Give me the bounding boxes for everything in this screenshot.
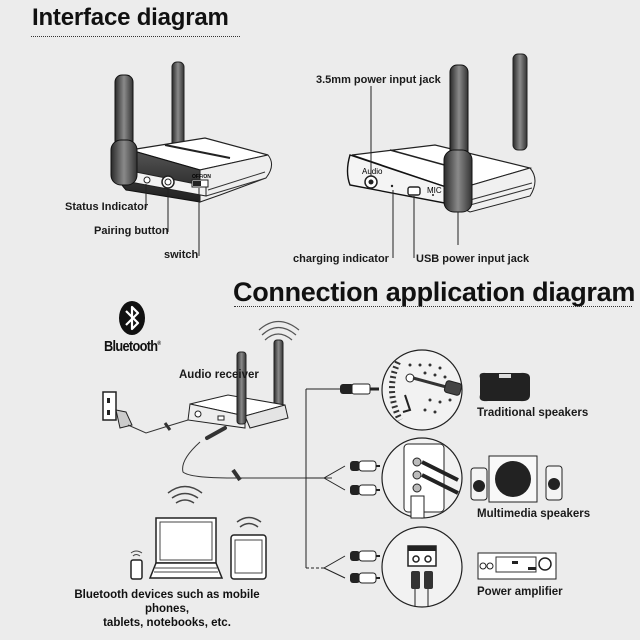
audio-receiver-graphic (187, 320, 300, 429)
switch-marking: OFF/ON (192, 174, 211, 180)
title-underline (31, 36, 240, 37)
source-devices-caption: Bluetooth devices such as mobile phones,… (74, 589, 260, 629)
charging-indicator-label: charging indicator (293, 253, 389, 265)
usb-jack-label: USB power input jack (416, 253, 530, 265)
bluetooth-icon (119, 301, 145, 335)
amplifier-port-detail (381, 526, 463, 608)
speaker-icon (479, 372, 530, 402)
speaker-port-detail (381, 349, 463, 431)
power-amplifier-label: Power amplifier (477, 586, 563, 598)
switch-label: switch (164, 249, 199, 261)
bluetooth-wordmark: Bluetooth® (104, 338, 161, 355)
rca-plug-icon (350, 460, 380, 584)
pairing-button-graphic (161, 175, 175, 189)
tablet-icon (230, 516, 267, 580)
audio-jack-label: 3.5mm power input jack (316, 74, 441, 86)
multimedia-speakers-icon (470, 455, 563, 503)
antenna (171, 61, 185, 149)
title-underline (234, 306, 632, 307)
rca-port-detail (381, 437, 463, 519)
connection-diagram-title: Connection application diagram (233, 277, 636, 307)
amplifier-icon (477, 552, 557, 580)
audio-receiver-label: Audio receiver (179, 369, 259, 381)
aux-cable (182, 426, 332, 482)
traditional-speakers-label: Traditional speakers (477, 407, 589, 419)
bluetooth-devices-graphic (130, 485, 267, 580)
mic-marking: MIC (427, 186, 442, 195)
jack-plug-icon (340, 383, 379, 395)
receiver-rear-view (346, 53, 536, 258)
power-cable (127, 419, 189, 434)
phone-icon (130, 550, 143, 580)
pairing-button-label: Pairing button (94, 225, 169, 237)
status-indicator-led (143, 176, 151, 184)
audio-marking: Audio (362, 167, 383, 176)
interface-diagram-title: Interface diagram (32, 4, 229, 31)
status-indicator-label: Status Indicator (65, 201, 149, 213)
receiver-front-view (110, 61, 272, 256)
connection-lines (305, 388, 346, 579)
wall-outlet-icon (102, 391, 133, 429)
multimedia-speakers-label: Multimedia speakers (477, 508, 591, 520)
laptop-icon (148, 485, 224, 579)
